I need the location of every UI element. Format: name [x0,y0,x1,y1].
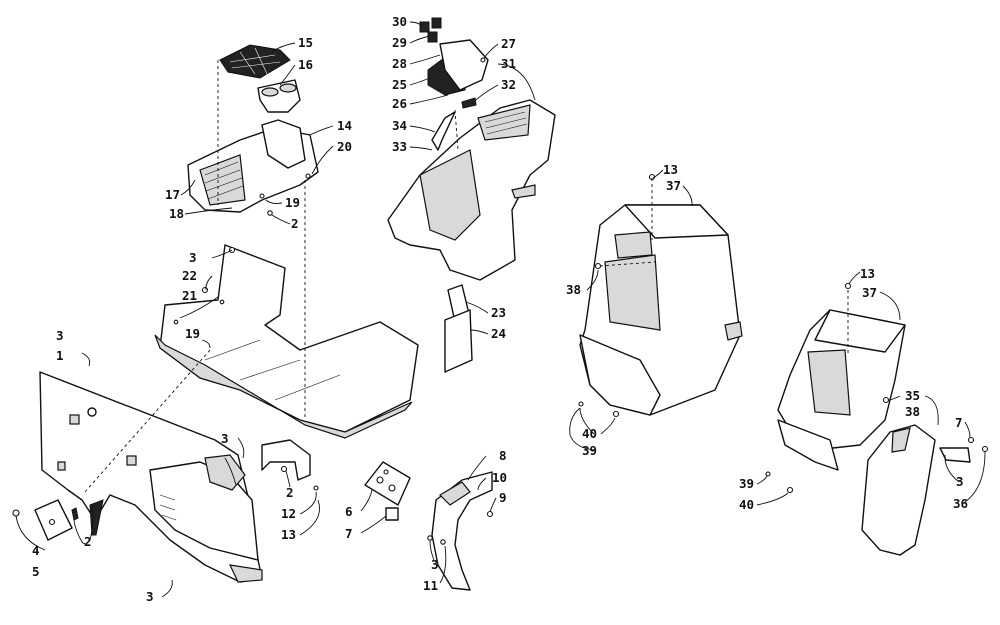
storage-console-part [187,119,319,216]
callout-31: 31 [501,56,516,71]
callout-29: 29 [392,35,407,50]
mesh-grille-part [219,44,291,79]
alignment-lines [84,60,849,493]
callout-15: 15 [298,35,313,50]
callout-39-a: 39 [582,443,597,458]
callout-2-a: 2 [84,534,92,549]
callout-3-f: 3 [956,474,964,489]
callout-7-b: 7 [955,415,963,430]
console-strap-part [431,97,477,151]
callout-37-a: 37 [666,178,681,193]
center-bracket-part [261,439,319,491]
strip-part [444,284,473,373]
callout-30: 30 [392,14,407,29]
callout-21: 21 [182,288,197,303]
callout-3-b: 3 [189,250,197,265]
mud-flap-part [427,471,494,591]
callout-16: 16 [298,57,313,72]
callout-40-a: 40 [582,426,597,441]
callout-8: 8 [499,448,507,463]
callout-35: 35 [905,388,920,403]
callout-19-b: 19 [185,326,200,341]
callout-32: 32 [501,77,516,92]
callout-36: 36 [953,496,968,511]
callout-2-b: 2 [286,485,294,500]
callout-25: 25 [392,77,407,92]
callout-3-a: 3 [56,328,64,343]
callout-7-a: 7 [345,526,353,541]
callout-3-e: 3 [431,557,439,572]
callout-3-d: 3 [146,589,154,604]
callout-17: 17 [165,187,180,202]
callout-6: 6 [345,504,353,519]
callout-2-c: 2 [291,216,299,231]
callout-13-b: 13 [663,162,678,177]
side-panel-part [39,371,263,583]
floor-pan-part [154,244,419,439]
callout-14: 14 [337,118,352,133]
callout-5: 5 [32,564,40,579]
callout-19-a: 19 [285,195,300,210]
storage-box-lower-part [765,282,906,494]
callout-12: 12 [281,506,296,521]
callout-3-c: 3 [221,431,229,446]
callout-10: 10 [492,470,507,485]
callout-13-c: 13 [860,266,875,281]
callout-23: 23 [491,305,506,320]
callout-labels: 1 2 2 2 3 3 3 3 3 3 4 5 6 7 7 8 9 10 11 … [32,14,968,604]
callout-27: 27 [501,36,516,51]
callout-22: 22 [182,268,197,283]
callout-13-a: 13 [281,527,296,542]
flap-bracket-part [939,436,989,463]
callout-38-b: 38 [905,404,920,419]
rear-flap-part [861,424,936,556]
callout-11: 11 [423,578,438,593]
callout-37-b: 37 [862,285,877,300]
bracket-plate-part [12,499,104,541]
callout-1: 1 [56,348,64,363]
callout-38-a: 38 [566,282,581,297]
console-lid-part [427,39,489,96]
callout-4: 4 [32,543,40,558]
cup-holder-part [257,79,301,113]
leader-lines [15,21,986,598]
callout-9: 9 [499,490,507,505]
callout-28: 28 [392,56,407,71]
latch-clips-part [419,17,442,43]
callout-33: 33 [392,139,407,154]
callout-18: 18 [169,206,184,221]
center-console-part [387,99,556,281]
callout-26: 26 [392,96,407,111]
storage-box-upper-part [578,173,743,418]
callout-34: 34 [392,118,407,133]
callout-40-b: 40 [739,497,754,512]
callout-39-b: 39 [739,476,754,491]
callout-20: 20 [337,139,352,154]
callout-24: 24 [491,326,506,341]
